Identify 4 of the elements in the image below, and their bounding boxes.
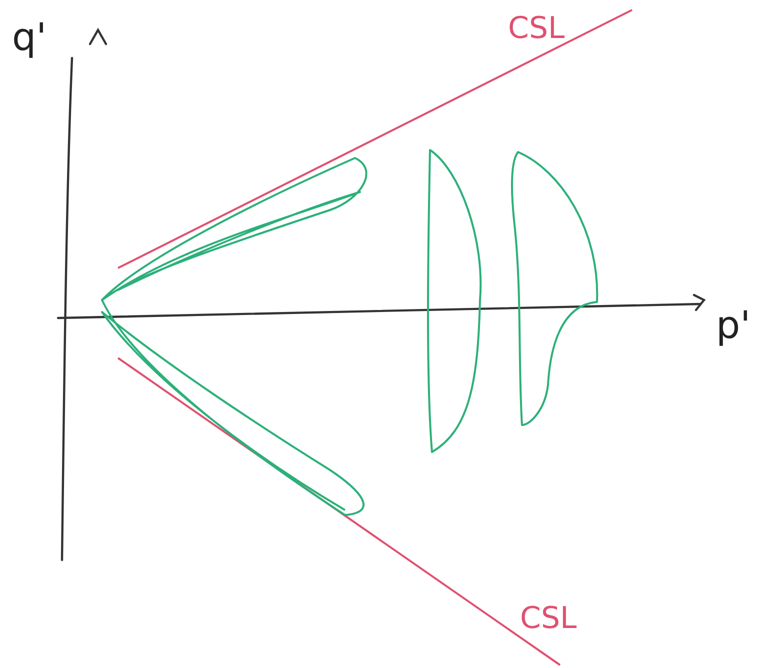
line-label: CSL	[508, 14, 565, 44]
line-label: CSL	[520, 604, 577, 634]
axis-label: p'	[716, 306, 751, 344]
axis-label: q'	[12, 18, 47, 56]
